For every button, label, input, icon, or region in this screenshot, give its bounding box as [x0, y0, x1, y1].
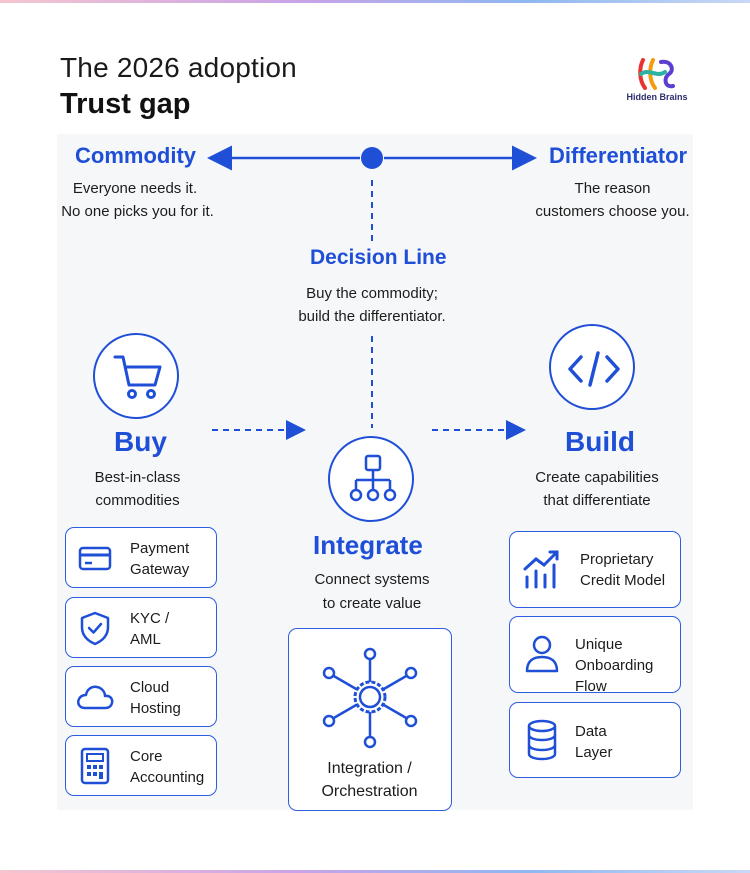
card-text: Payment Gateway [130, 538, 189, 580]
card-line-2: AML [130, 631, 161, 648]
axis-center-dot [361, 147, 383, 169]
bottom-gradient-bar [0, 870, 750, 873]
hidden-brains-logo-mark [638, 58, 675, 90]
cloud-icon [77, 685, 114, 710]
cloud-hosting-card[interactable]: Cloud Hosting [65, 666, 217, 727]
build-desc-1: Create capabilities [535, 469, 659, 486]
card-line-1: KYC / [130, 610, 170, 627]
build-label: Build [565, 426, 635, 457]
decision-desc-1: Buy the commodity; [306, 285, 438, 302]
hidden-brains-logo: Hidden Brains [622, 56, 692, 102]
build-desc-2: that differentiate [543, 492, 651, 509]
card-line-2: Accounting [130, 769, 205, 786]
card-text: Integration / Orchestration [289, 757, 450, 803]
card-text: Core Accounting [130, 746, 204, 788]
card-line-2: Gateway [130, 561, 190, 578]
shield-check-icon [80, 611, 110, 646]
hub-network-icon [322, 647, 418, 749]
title-line-2: Trust gap [60, 88, 191, 120]
card-line-2: Orchestration [321, 783, 418, 800]
buy-desc-2: commodities [95, 492, 180, 509]
card-line-2: Hosting [130, 700, 181, 717]
payment-gateway-card[interactable]: Payment Gateway [65, 527, 217, 588]
differentiator-desc-2: customers choose you. [535, 203, 690, 220]
shopping-cart-icon [113, 355, 162, 399]
buy-icon-circle [93, 333, 179, 419]
unique-onboarding-flow-card[interactable]: Unique Onboarding Flow [509, 616, 681, 695]
build-icon-circle [549, 324, 635, 410]
integrate-desc-1: Connect systems [314, 571, 430, 588]
differentiator-desc-1: The reason [574, 180, 651, 197]
card-text: Proprietary Credit Model [580, 549, 665, 591]
database-icon [527, 719, 557, 761]
card-line-1: Unique [575, 636, 623, 653]
card-line-1: Cloud [130, 679, 170, 696]
kyc-aml-card[interactable]: KYC / AML [65, 597, 217, 658]
card-line-2: Layer [575, 744, 613, 761]
logo-text: Hidden Brains [626, 92, 688, 102]
card-text: KYC / AML [130, 608, 169, 650]
buy-desc-1: Best-in-class [94, 469, 181, 486]
data-layer-card[interactable]: Data Layer [509, 702, 681, 778]
integrate-label: Integrate [313, 530, 423, 560]
integrate-desc-2: to create value [322, 595, 422, 612]
commodity-desc-1: Everyone needs it. [72, 180, 198, 197]
card-line-1: Integration / [327, 760, 412, 777]
commodity-desc-2: No one picks you for it. [61, 203, 214, 220]
decision-line-label: Decision Line [310, 246, 447, 269]
integrate-icon-circle [328, 436, 414, 522]
card-line-1: Proprietary [580, 551, 654, 568]
top-gradient-bar [0, 0, 750, 3]
credit-card-icon [78, 546, 112, 571]
proprietary-credit-model-card[interactable]: Proprietary Credit Model [509, 531, 681, 608]
card-text: Unique Onboarding Flow [575, 634, 680, 697]
card-text: Data Layer [575, 721, 613, 763]
card-line-1: Core [130, 748, 163, 765]
core-accounting-card[interactable]: Core Accounting [65, 735, 217, 796]
card-line-1: Payment [130, 540, 190, 557]
hierarchy-icon [349, 454, 397, 502]
card-line-1: Data [575, 723, 607, 740]
code-icon [568, 351, 620, 387]
buy-label: Buy [114, 426, 167, 457]
growth-chart-icon [523, 550, 559, 589]
commodity-label: Commodity [75, 143, 196, 168]
card-text: Cloud Hosting [130, 677, 181, 719]
decision-desc-2: build the differentiator. [298, 308, 446, 325]
card-line-2: Onboarding Flow [575, 657, 654, 695]
calculator-icon [80, 747, 110, 785]
differentiator-label: Differentiator [549, 143, 688, 168]
title-line-1: The 2026 adoption [60, 52, 297, 83]
user-icon [525, 635, 559, 673]
integration-orchestration-card[interactable]: Integration / Orchestration [288, 628, 452, 811]
card-line-2: Credit Model [580, 572, 666, 589]
